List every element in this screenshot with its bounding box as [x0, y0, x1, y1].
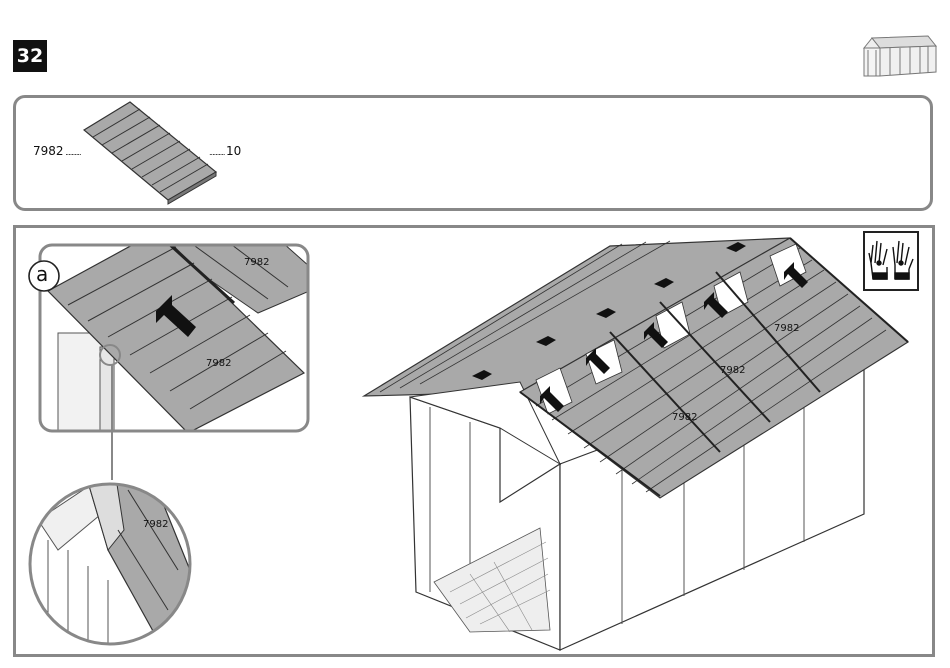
- shed-panel-label-2: 7982: [720, 365, 745, 376]
- part-quantity-label: .......... 10: [209, 144, 241, 158]
- detail-a-top-label: 7982: [244, 257, 269, 268]
- zoom-connector-line: [100, 364, 120, 484]
- roof-panel-part-illustration: [80, 100, 220, 204]
- detail-a-view: [38, 243, 310, 433]
- detail-marker-label: a: [36, 262, 48, 286]
- detail-a-panel-label: 7982: [206, 358, 231, 369]
- step-number-badge: 32: [13, 40, 47, 72]
- zoom-panel-label: 7982: [143, 519, 168, 530]
- shed-panel-label-1: 7982: [774, 323, 799, 334]
- shed-panel-label-3: 7982: [672, 412, 697, 423]
- zoom-detail-circle: [28, 470, 194, 660]
- part-code-label: 7982 ..........: [33, 144, 81, 158]
- shed-assembly-illustration: [360, 232, 920, 652]
- shed-thumbnail-icon: [858, 34, 938, 78]
